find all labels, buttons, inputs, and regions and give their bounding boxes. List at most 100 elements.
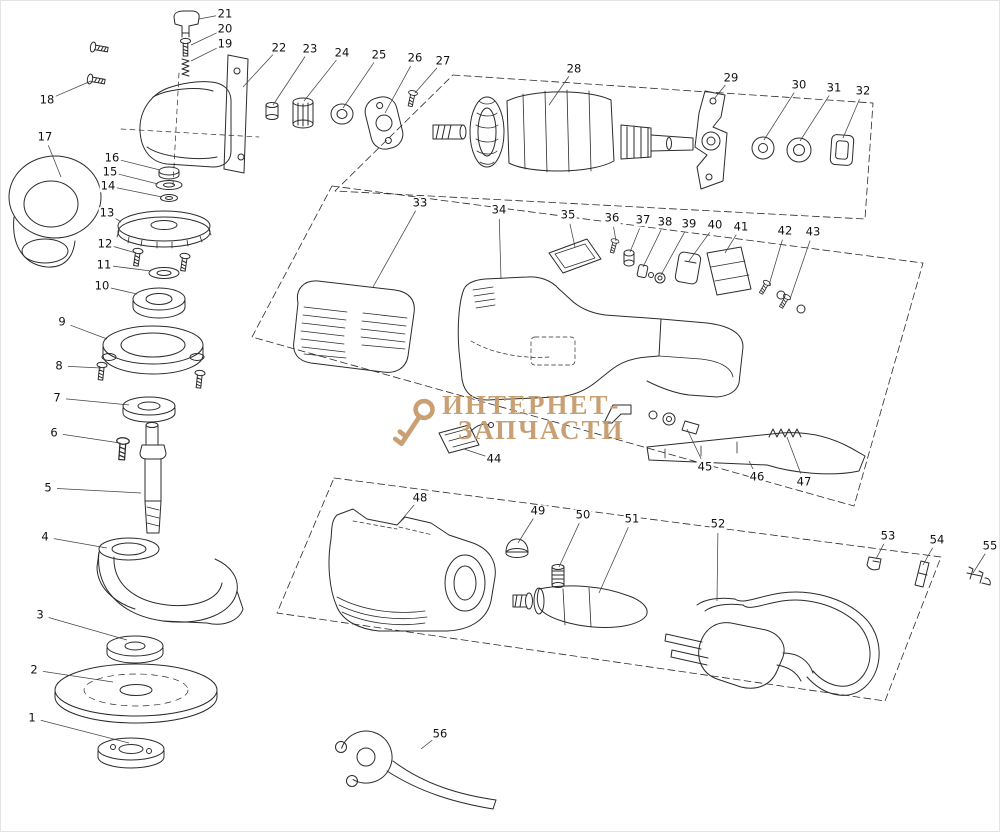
part-number-36: 36 (603, 210, 621, 225)
part-number-29: 29 (722, 70, 740, 85)
part-number-22: 22 (270, 40, 288, 55)
screw-42 (757, 278, 786, 300)
wheel-guard (96, 537, 244, 625)
stator (293, 280, 415, 373)
part-number-43: 43 (804, 224, 822, 239)
part-number-24: 24 (333, 45, 351, 60)
part-number-33: 33 (411, 195, 429, 210)
assembly-box-motor-housing (251, 185, 924, 507)
flange-7 (122, 396, 176, 423)
terminal-block-41 (706, 246, 752, 296)
pin-54 (914, 560, 930, 588)
part-number-15: 15 (101, 164, 119, 179)
crown-gear (116, 210, 212, 249)
part-number-7: 7 (52, 390, 62, 405)
washer-stack (155, 166, 183, 202)
screw-6 (114, 436, 131, 461)
clamp-nut (97, 737, 165, 769)
part-number-16: 16 (103, 150, 121, 165)
end-cap-32 (829, 134, 855, 166)
part-number-23: 23 (301, 41, 319, 56)
part-number-44: 44 (485, 451, 503, 466)
part-number-46: 46 (748, 469, 766, 484)
part-number-11: 11 (95, 257, 113, 272)
motor-housing (457, 276, 744, 401)
assembly-box-handle (276, 477, 942, 702)
part-number-25: 25 (370, 47, 388, 62)
screw-27 (405, 89, 419, 108)
rotor-core (506, 89, 615, 173)
screw-36 (607, 237, 620, 255)
part-number-48: 48 (411, 490, 429, 505)
spring-50 (551, 564, 565, 588)
screw-43 (777, 292, 806, 314)
part-number-41: 41 (732, 219, 750, 234)
part-number-26: 26 (406, 50, 424, 65)
part-number-4: 4 (40, 529, 50, 544)
nameplate (548, 238, 602, 274)
pinion-gear (292, 97, 314, 129)
grinding-disc (54, 663, 218, 724)
bearing-plate-26 (364, 96, 404, 150)
clip-55 (966, 566, 991, 586)
part-number-52: 52 (709, 516, 727, 531)
part-number-50: 50 (574, 507, 592, 522)
part-number-6: 6 (49, 425, 59, 440)
part-number-27: 27 (434, 53, 452, 68)
cable-clip-53 (866, 556, 882, 571)
commutator (620, 124, 652, 160)
part-number-30: 30 (790, 77, 808, 92)
switch-knob-assembly (173, 10, 200, 77)
washer-39 (654, 272, 666, 284)
bearing-bracket (694, 90, 728, 190)
retainer-ring-31 (786, 137, 812, 163)
side-handle (512, 585, 648, 628)
switch-linkage (603, 404, 700, 435)
part-number-38: 38 (656, 214, 674, 229)
part-number-10: 10 (93, 278, 111, 293)
fan (469, 96, 505, 168)
part-number-51: 51 (623, 511, 641, 526)
spring-19 (181, 58, 190, 77)
part-number-20: 20 (216, 21, 234, 36)
part-number-37: 37 (634, 212, 652, 227)
part-number-53: 53 (879, 528, 897, 543)
part-number-1: 1 (27, 710, 37, 725)
carbon-brush (438, 422, 494, 454)
part-number-13: 13 (98, 205, 116, 220)
part-number-42: 42 (776, 223, 794, 238)
washer-11 (148, 267, 180, 279)
part-number-18: 18 (38, 92, 56, 107)
part-number-55: 55 (981, 538, 999, 553)
spring-47 (768, 428, 802, 438)
part-number-5: 5 (43, 480, 53, 495)
part-number-32: 32 (854, 83, 872, 98)
mounting-screws-18 (86, 41, 110, 88)
part-number-17: 17 (36, 129, 54, 144)
assembly-box-armature (334, 74, 874, 220)
power-cord (664, 591, 880, 696)
armature (432, 89, 694, 173)
gear-head-housing (120, 54, 260, 186)
part-number-31: 31 (825, 80, 843, 95)
gear-housing-cover (328, 508, 496, 632)
bearing-30 (751, 136, 775, 160)
part-number-8: 8 (54, 358, 64, 373)
part-number-21: 21 (216, 6, 234, 21)
part-number-2: 2 (29, 662, 39, 677)
bearing-25 (330, 103, 354, 125)
spacer-23 (265, 102, 279, 120)
spindle (139, 422, 167, 534)
part-number-39: 39 (680, 216, 698, 231)
part-number-12: 12 (96, 236, 114, 251)
lock-button (505, 538, 529, 558)
part-number-40: 40 (706, 217, 724, 232)
part-number-47: 47 (795, 474, 813, 489)
part-number-19: 19 (216, 36, 234, 51)
bearing-10 (132, 287, 186, 319)
brush-cap-37 (623, 249, 635, 267)
part-number-3: 3 (35, 607, 45, 622)
gearbox-flange-plate (223, 54, 249, 174)
